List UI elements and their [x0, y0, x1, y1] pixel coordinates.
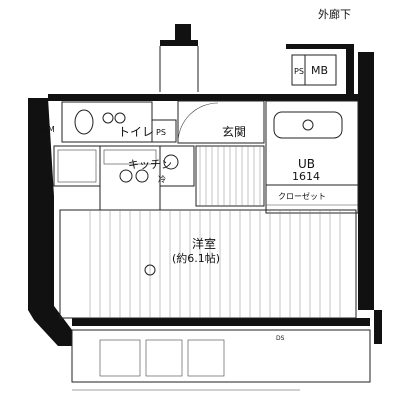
entrance: 玄関 — [177, 100, 265, 144]
kitchen-label: キッチン — [128, 158, 172, 171]
unit-bath-size: 1614 — [292, 170, 320, 183]
meter-box-label: MB — [311, 64, 328, 77]
meter-box-block: PS MB — [286, 44, 354, 94]
unit-bath: UB 1614 — [265, 100, 359, 186]
closet: クローゼット — [265, 184, 359, 214]
closet-label: クローゼット — [278, 191, 326, 201]
pipe-space-label: PS — [156, 128, 166, 137]
refrigerator-label: 冷 — [158, 174, 166, 184]
corridor-label: 外廊下 — [318, 7, 351, 21]
hall-floor — [195, 145, 265, 207]
western-room: 洋室 (約6.1帖) — [59, 209, 357, 319]
pipe-space: PS — [151, 119, 177, 143]
top-wall — [48, 94, 360, 101]
toilet-room: トイレ — [61, 101, 154, 143]
ps-small-label: PS — [294, 67, 304, 76]
left-wall — [28, 98, 72, 346]
ds-block: DS — [276, 310, 382, 344]
kitchen: キッチン 冷 — [99, 145, 195, 211]
wm-label: WM — [40, 125, 55, 134]
toilet-label: トイレ — [118, 125, 154, 139]
ds-label: DS — [276, 335, 285, 342]
balcony — [71, 329, 371, 391]
western-room-size: (約6.1帖) — [172, 251, 220, 265]
unit-bath-label: UB — [298, 157, 315, 171]
western-room-label: 洋室 — [192, 236, 216, 251]
right-wall — [358, 52, 374, 310]
entrance-label: 玄関 — [222, 124, 246, 139]
entrance-alcove — [159, 24, 199, 92]
bottom-wall — [72, 318, 370, 326]
